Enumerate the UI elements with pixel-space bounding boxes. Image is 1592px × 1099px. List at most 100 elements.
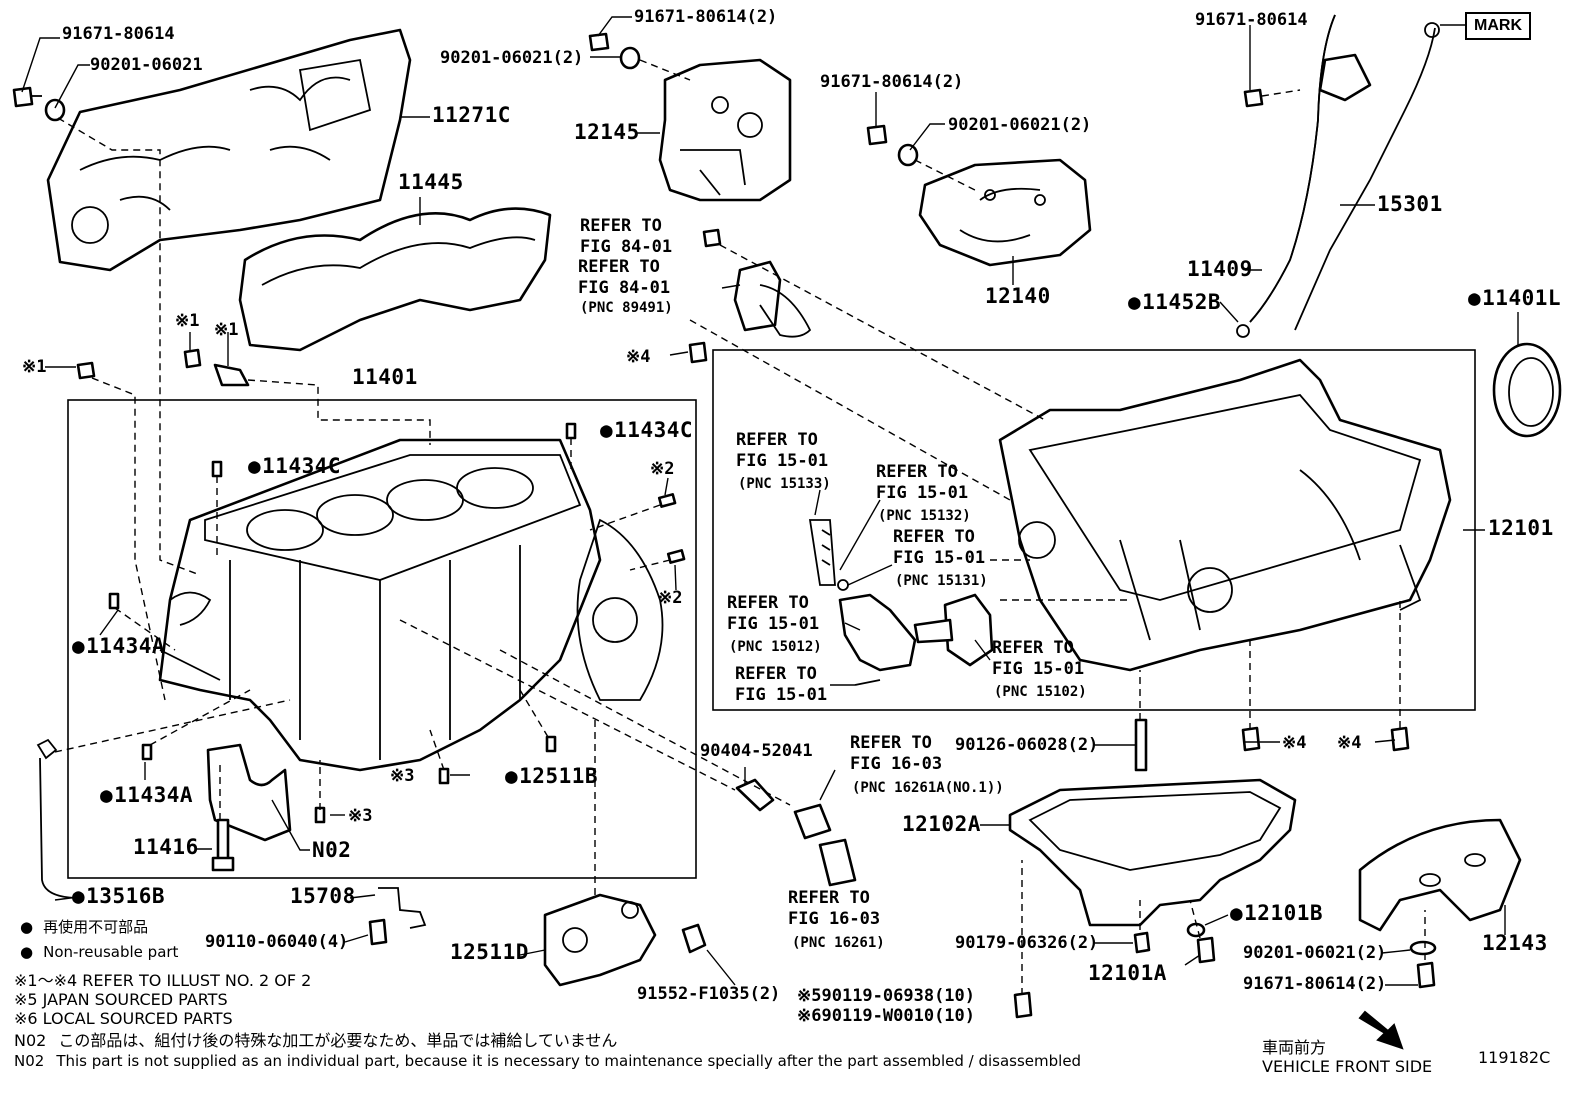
callout-91671-80614-right: 91671-80614 [1195, 10, 1308, 30]
cylinder-block-11401 [158, 438, 664, 772]
callout-11445: 11445 [398, 170, 464, 194]
callout-90201-06021-2b: 90201-06021(2) [948, 115, 1092, 135]
callout-11409: 11409 [1187, 257, 1253, 281]
pnc-15012: (PNC 15012) [729, 639, 822, 655]
callout-12140: 12140 [985, 284, 1051, 308]
marker-2-bottom: ※2 [658, 588, 683, 608]
callout-91671-80614-2b: 91671-80614(2) [820, 72, 964, 92]
gasket-11445 [238, 207, 552, 352]
marker-1-a: ※1 [175, 311, 200, 331]
bearing-cap-N02 [206, 743, 292, 842]
clip-15708 [378, 887, 427, 929]
orientation-label-jp: 車両前方 [1262, 1038, 1327, 1057]
bracket-12145 [658, 58, 792, 202]
baffle-12143 [1358, 818, 1522, 932]
pnc-89491: (PNC 89491) [580, 300, 673, 316]
fitting-90404 [735, 778, 857, 887]
cylinder-block-group-box [67, 399, 697, 879]
mark-box: MARK [1465, 12, 1531, 40]
callout-90119-W0010: ※690119-W0010(10) [797, 1006, 976, 1026]
oil-seal-11401L [1492, 342, 1562, 438]
callout-91671-80614-bottom: 91671-80614(2) [1243, 974, 1387, 994]
callout-15301: 15301 [1377, 192, 1443, 216]
callout-12511D: 12511D [450, 940, 529, 964]
crankcase-12101 [998, 358, 1452, 672]
callout-12101: 12101 [1488, 516, 1554, 540]
callout-90179-06326: 90179-06326(2) [955, 933, 1099, 953]
callout-11434C-b: 11434C [600, 420, 693, 441]
callout-13516B: 13516B [72, 886, 165, 907]
marker-4-pan-right: ※4 [1282, 733, 1307, 753]
oil-pan-12102A [1008, 778, 1297, 927]
callout-90110-06040: 90110-06040(4) [205, 932, 349, 952]
marker-4-pan-far: ※4 [1337, 733, 1362, 753]
callout-11434C-a: 11434C [248, 456, 341, 477]
callout-12143: 12143 [1482, 931, 1548, 955]
legend-nonreusable-en: ●Non-reusable part [20, 943, 179, 961]
marker-4-sensor: ※4 [626, 347, 651, 367]
callout-91671-80614-2a: 91671-80614(2) [634, 7, 778, 27]
callout-91671-80614: 91671-80614 [62, 24, 175, 44]
marker-3-b: ※3 [348, 806, 373, 826]
callout-11434A-b: 11434A [100, 785, 193, 806]
callout-11401: 11401 [352, 365, 418, 389]
note-refer-illust: ※1～※4 REFER TO ILLUST NO. 2 OF 2 [14, 971, 312, 990]
sensor-89491 [733, 260, 812, 338]
dipstick-15301-guide-11409 [1236, 14, 1440, 338]
callout-90404-52041: 90404-52041 [700, 741, 813, 761]
front-direction-arrow-icon [1358, 1010, 1404, 1050]
pnc-16261A: (PNC 16261A(NO.1)) [852, 780, 1004, 796]
callout-11452B: 11452B [1128, 292, 1221, 313]
marker-1-left: ※1 [22, 357, 47, 377]
bolt-11416 [211, 818, 235, 872]
fasteners [12, 32, 1437, 1019]
callout-12102A: 12102A [902, 812, 981, 836]
note-japan-sourced: ※5 JAPAN SOURCED PARTS [14, 990, 228, 1009]
pin-13516B [36, 738, 81, 899]
leader-lines [21, 16, 1519, 986]
note-local-sourced: ※6 LOCAL SOURCED PARTS [14, 1009, 233, 1028]
pnc-15132: (PNC 15132) [878, 508, 971, 524]
assembly-lines [54, 59, 1426, 995]
callout-90201-06021-bottom: 90201-06021(2) [1243, 943, 1387, 963]
callout-90119-06938: ※590119-06938(10) [797, 986, 976, 1006]
callout-90201-06021-2a: 90201-06021(2) [440, 48, 584, 68]
callout-90201-06021: 90201-06021 [90, 55, 203, 75]
callout-90126-06028: 90126-06028(2) [955, 735, 1099, 755]
callout-11416: 11416 [133, 835, 199, 859]
pnc-15133: (PNC 15133) [738, 476, 831, 492]
callout-N02: N02 [312, 838, 352, 862]
callout-12101A: 12101A [1088, 961, 1167, 985]
marker-2-top: ※2 [650, 459, 675, 479]
legend-nonreusable-jp: ●再使用不可部品 [20, 918, 149, 936]
callout-15708: 15708 [290, 884, 356, 908]
callout-11401L: 11401L [1468, 288, 1561, 309]
callout-11271C: 11271C [432, 103, 511, 127]
bracket-12511D [543, 893, 657, 987]
callout-11434A-a: 11434A [72, 636, 165, 657]
pnc-16261: (PNC 16261) [792, 935, 885, 951]
callout-12101B: 12101B [1230, 903, 1323, 924]
callout-12145: 12145 [574, 120, 640, 144]
callout-91552-F1035: 91552-F1035(2) [637, 984, 781, 1004]
pnc-15131: (PNC 15131) [895, 573, 988, 589]
cover-12140 [918, 158, 1092, 267]
pnc-15102: (PNC 15102) [994, 684, 1087, 700]
marker-3-a: ※3 [390, 766, 415, 786]
orientation-label-en: VEHICLE FRONT SIDE [1262, 1057, 1433, 1076]
callout-12511B: 12511B [505, 766, 598, 787]
